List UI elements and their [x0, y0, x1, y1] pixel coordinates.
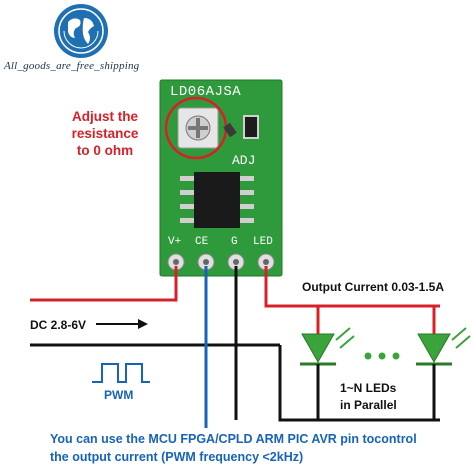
pin-label-vplus: V+ [168, 236, 182, 248]
callout-line-3: to 0 ohm [76, 143, 134, 158]
ellipsis-dots [364, 352, 400, 360]
globe-icon [54, 4, 108, 58]
adj-label: ADJ [232, 153, 256, 168]
shop-tagline: All_goods_are_free_shipping [4, 60, 140, 72]
control-note: You can use the MCU FPGA/CPLD ARM PIC AV… [50, 430, 470, 466]
pin-pads [167, 253, 275, 271]
ground-wires [30, 266, 440, 422]
note-line-1: You can use the MCU FPGA/CPLD ARM PIC AV… [50, 432, 417, 446]
adjust-callout: Adjust the resistance to 0 ohm [46, 108, 164, 159]
pwm-pulse-icon [92, 363, 150, 383]
led-1-icon [300, 327, 355, 370]
pin-label-led: LED [253, 236, 273, 248]
positive-wires [30, 266, 440, 330]
smd-resistor [243, 115, 259, 139]
smd-diode [223, 122, 237, 138]
pwm-label: PWM [104, 388, 134, 402]
output-current-label: Output Current 0.03-1.5A [302, 280, 445, 294]
ic-chip [180, 172, 254, 228]
shop-logo [52, 2, 110, 60]
pin-label-g: G [231, 236, 238, 248]
leds-label-line-1: 1~N LEDs [340, 381, 397, 395]
led-driver-board [159, 79, 283, 277]
callout-line-2: resistance [71, 126, 139, 141]
leds-label: 1~N LEDs in Parallel [340, 380, 430, 414]
dc-input-label: DC 2.8-6V [30, 318, 87, 332]
note-line-2: the output current (PWM frequency <2kHz) [50, 450, 304, 464]
leds-label-line-2: in Parallel [340, 398, 397, 412]
dc-arrow-icon [96, 319, 148, 329]
potentiometer [177, 107, 219, 149]
pin-label-ce: CE [195, 236, 209, 248]
callout-line-1: Adjust the [72, 109, 138, 124]
led-n-icon [416, 327, 471, 370]
board-model-label: LD06AJSA [170, 84, 242, 100]
